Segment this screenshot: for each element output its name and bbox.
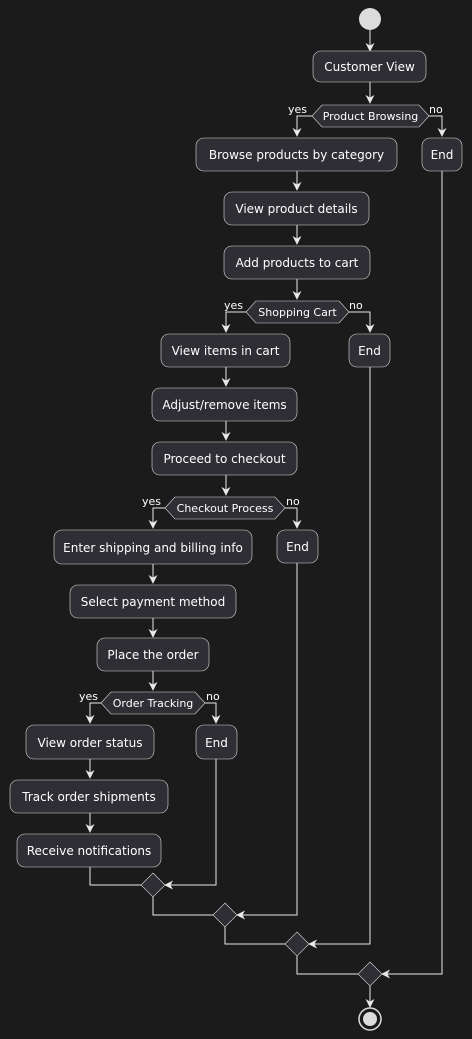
- action-browse-products-label: Browse products by category: [209, 148, 384, 162]
- action-end-tracking-label: End: [205, 736, 228, 750]
- action-browse-products: Browse products by category: [195, 137, 398, 172]
- decision-product-browsing: Product Browsing: [311, 104, 430, 128]
- action-view-product-details: View product details: [223, 191, 370, 226]
- merge-diamond-4: [357, 961, 383, 987]
- edges: [85, 30, 447, 1008]
- action-receive-notifications-label: Receive notifications: [27, 844, 152, 858]
- action-receive-notifications: Receive notifications: [16, 833, 162, 868]
- start-node: [359, 8, 381, 30]
- action-proceed-to-checkout: Proceed to checkout: [151, 441, 298, 476]
- action-end-checkout: End: [276, 529, 319, 564]
- branch-no-tracking: no: [206, 690, 220, 703]
- action-add-to-cart-label: Add products to cart: [236, 256, 359, 270]
- branch-no-browsing: no: [429, 103, 443, 116]
- action-end-checkout-label: End: [286, 540, 309, 554]
- action-track-shipments-label: Track order shipments: [21, 790, 155, 804]
- action-adjust-items: Adjust/remove items: [151, 387, 298, 422]
- action-view-order-status-label: View order status: [38, 736, 143, 750]
- action-end-tracking: End: [195, 724, 238, 760]
- merge-diamond-3: [284, 931, 310, 957]
- action-enter-shipping-label: Enter shipping and billing info: [63, 541, 243, 555]
- action-view-product-details-label: View product details: [235, 202, 357, 216]
- action-add-to-cart: Add products to cart: [223, 245, 371, 280]
- branch-yes-checkout: yes: [142, 495, 161, 508]
- action-end-browsing-label: End: [431, 148, 454, 162]
- action-select-payment-label: Select payment method: [81, 595, 225, 609]
- action-enter-shipping: Enter shipping and billing info: [53, 529, 253, 565]
- action-proceed-to-checkout-label: Proceed to checkout: [163, 452, 285, 466]
- action-view-order-status: View order status: [25, 724, 155, 760]
- action-place-order: Place the order: [96, 637, 210, 672]
- action-customer-view-label: Customer View: [324, 60, 415, 74]
- decision-checkout-process-label: Checkout Process: [177, 502, 274, 515]
- branch-no-checkout: no: [286, 495, 300, 508]
- decision-order-tracking: Order Tracking: [100, 691, 206, 715]
- decision-shopping-cart: Shopping Cart: [245, 300, 350, 324]
- action-adjust-items-label: Adjust/remove items: [162, 398, 286, 412]
- branch-yes-tracking: yes: [79, 690, 98, 703]
- merge-diamond-1: [140, 872, 166, 898]
- action-view-items-in-cart: View items in cart: [160, 333, 291, 368]
- action-end-browsing: End: [421, 137, 463, 172]
- branch-no-cart: no: [349, 299, 363, 312]
- end-node: [358, 1007, 382, 1031]
- decision-product-browsing-label: Product Browsing: [323, 110, 419, 123]
- decision-shopping-cart-label: Shopping Cart: [258, 306, 337, 319]
- decision-checkout-process: Checkout Process: [164, 496, 286, 520]
- action-end-cart-label: End: [358, 344, 381, 358]
- decision-order-tracking-label: Order Tracking: [113, 697, 194, 710]
- action-track-shipments: Track order shipments: [9, 779, 169, 814]
- branch-yes-browsing: yes: [288, 103, 307, 116]
- action-customer-view: Customer View: [312, 50, 427, 83]
- merge-diamond-2: [212, 902, 238, 928]
- action-place-order-label: Place the order: [107, 648, 198, 662]
- branch-yes-cart: yes: [224, 299, 243, 312]
- action-view-items-in-cart-label: View items in cart: [172, 344, 280, 358]
- action-select-payment: Select payment method: [69, 584, 237, 619]
- action-end-cart: End: [348, 333, 391, 368]
